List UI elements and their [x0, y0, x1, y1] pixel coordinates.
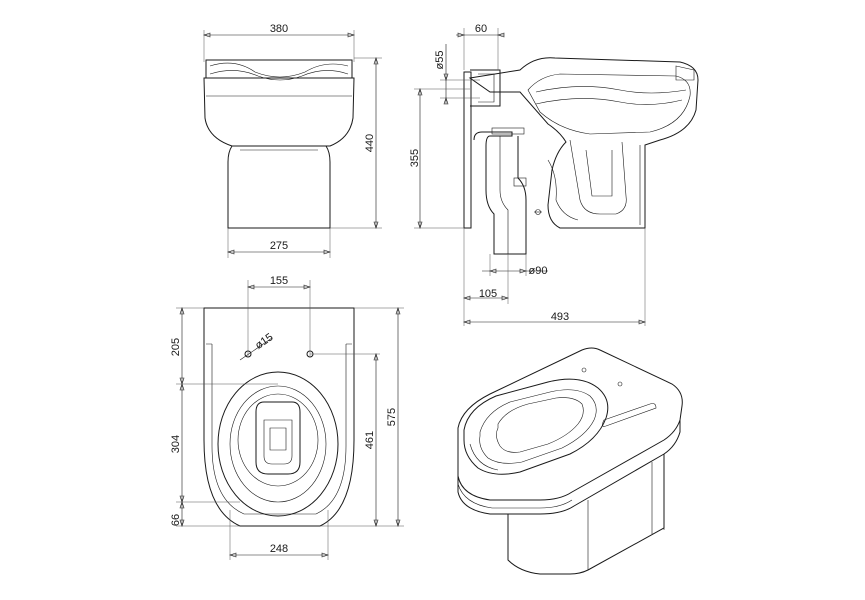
- dim-side-depth: 493: [551, 311, 569, 323]
- dim-plan-base-width: 248: [270, 543, 288, 555]
- dim-plan-mid-offset: 304: [170, 435, 182, 453]
- dim-plan-overall-depth: 575: [386, 408, 398, 426]
- dim-front-height: 440: [364, 134, 376, 152]
- dim-side-inlet-diameter: ø55: [434, 51, 446, 70]
- front-view: 380 440 275: [203, 23, 382, 258]
- plan-view: 155 ø15 205 304 66 461 575 248: [170, 275, 404, 560]
- dim-side-outlet-set-back: 105: [479, 288, 497, 300]
- dim-plan-top-offset: 205: [170, 338, 182, 356]
- dim-plan-inner-depth: 461: [364, 431, 376, 449]
- dim-plan-bottom-offset: 66: [170, 514, 182, 526]
- dim-front-base-width: 275: [270, 240, 288, 252]
- dim-side-inlet-height: 355: [409, 149, 421, 167]
- dim-plan-fixing-spacing: 155: [270, 275, 288, 287]
- dim-front-width: 380: [270, 23, 288, 35]
- dim-side-outlet-offset: 60: [475, 23, 487, 35]
- isometric-view: [457, 347, 683, 575]
- dim-side-outlet-diameter: ø90: [529, 265, 548, 277]
- side-view: 60 ø55 355 ø90 105 493: [409, 23, 699, 326]
